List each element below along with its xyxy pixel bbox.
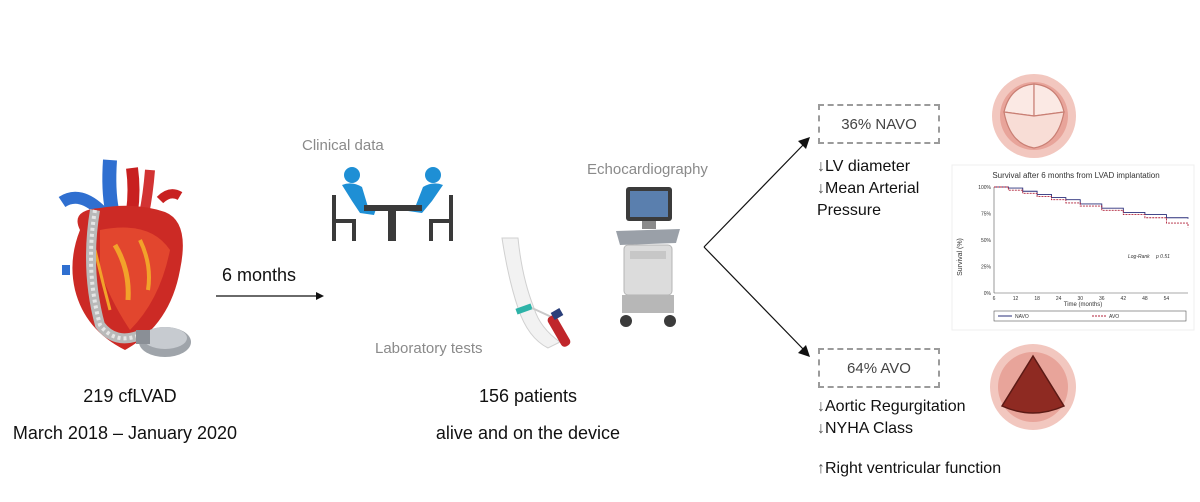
navo-box-label: 36% NAVO bbox=[841, 115, 917, 133]
plot-title: Survival after 6 months from LVAD implan… bbox=[992, 171, 1159, 180]
plot-x-tick-label: 42 bbox=[1121, 296, 1127, 302]
avo-extra-effect: ↑Right ventricular function bbox=[817, 458, 1001, 480]
avo-box: 64% AVO bbox=[818, 348, 940, 388]
plot-x-tick-label: 36 bbox=[1099, 296, 1105, 302]
cohort-period: March 2018 – January 2020 bbox=[12, 423, 238, 443]
blood-draw-arm-icon bbox=[501, 237, 571, 349]
clinical-data-label: Clinical data bbox=[302, 137, 384, 154]
plot-y-tick-label: 25% bbox=[981, 265, 992, 271]
down-arrow-icon: ↓ bbox=[817, 158, 825, 175]
cohort-count: 219 cfLVAD bbox=[83, 386, 177, 406]
plot-stat-label: Log-Rank bbox=[1128, 254, 1150, 260]
navo-effect-row: ↓Mean Arterial bbox=[817, 178, 919, 200]
plot-x-tick-label: 6 bbox=[993, 296, 996, 302]
timeline-arrow bbox=[216, 292, 324, 300]
survival-plot: Survival after 6 months from LVAD implan… bbox=[951, 164, 1195, 331]
legend-navo: NAVO bbox=[1015, 314, 1029, 320]
navo-effect-row: ↓LV diameter bbox=[817, 156, 919, 178]
interval-label: 6 months bbox=[222, 265, 297, 285]
down-arrow-icon: ↓ bbox=[817, 398, 825, 415]
plot-y-tick-label: 50% bbox=[981, 238, 992, 244]
avo-effects: ↓Aortic Regurgitation ↓NYHA Class bbox=[817, 396, 966, 440]
avo-box-label: 64% AVO bbox=[847, 359, 911, 377]
plot-x-tick-label: 18 bbox=[1034, 296, 1040, 302]
down-arrow-icon: ↓ bbox=[817, 420, 825, 437]
plot-legend bbox=[993, 310, 1187, 322]
plot-x-tick-label: 30 bbox=[1077, 296, 1083, 302]
plot-y-tick-label: 100% bbox=[978, 185, 991, 191]
survival-line-avo bbox=[994, 186, 1189, 228]
open-aortic-valve-icon bbox=[992, 74, 1076, 158]
plot-lines bbox=[994, 186, 1189, 228]
navo-effect-text: Mean Arterial bbox=[825, 180, 920, 197]
navo-effects: ↓LV diameter ↓Mean Arterial Pressure bbox=[817, 156, 919, 222]
navo-effect-text: LV diameter bbox=[825, 158, 911, 175]
avo-effect-row: ↓NYHA Class bbox=[817, 418, 966, 440]
plot-p-label: p 0.51 bbox=[1155, 254, 1170, 260]
avo-extra-effect-text: Right ventricular function bbox=[825, 460, 1002, 477]
survivor-status: alive and on the device bbox=[435, 423, 621, 443]
plot-x-tick-label: 48 bbox=[1142, 296, 1148, 302]
plot-y-tick-label: 75% bbox=[981, 212, 992, 218]
plot-axes: 100% 75% 50% 25% 0%6 12 18 24 30 36 42 48 54 bbox=[978, 185, 1188, 302]
avo-effect-text: Aortic Regurgitation bbox=[825, 398, 966, 415]
navo-effect-continuation: Pressure bbox=[817, 202, 882, 219]
up-arrow-icon: ↑ bbox=[817, 460, 825, 477]
legend-avo: AVO bbox=[1109, 314, 1119, 320]
plot-x-label: Time (months) bbox=[1064, 302, 1102, 308]
plot-x-tick-label: 24 bbox=[1056, 296, 1062, 302]
echocardiography-label: Echocardiography bbox=[587, 161, 708, 178]
ultrasound-machine-icon bbox=[616, 187, 680, 327]
down-arrow-icon: ↓ bbox=[817, 180, 825, 197]
navo-box: 36% NAVO bbox=[818, 104, 940, 144]
heart-lvad-illustration bbox=[58, 159, 191, 357]
plot-y-label: Survival (%) bbox=[957, 238, 964, 276]
clinician-patient-icon bbox=[332, 167, 453, 241]
plot-x-tick-label: 54 bbox=[1164, 296, 1170, 302]
survivor-count: 156 patients bbox=[478, 386, 578, 406]
avo-effect-text: NYHA Class bbox=[825, 420, 914, 437]
plot-x-tick-label: 12 bbox=[1013, 296, 1019, 302]
branch-arrows bbox=[703, 137, 810, 357]
closed-aortic-valve-icon bbox=[990, 344, 1076, 430]
laboratory-tests-label: Laboratory tests bbox=[375, 340, 483, 357]
plot-y-tick-label: 0% bbox=[984, 291, 992, 297]
avo-effect-row: ↓Aortic Regurgitation bbox=[817, 396, 966, 418]
